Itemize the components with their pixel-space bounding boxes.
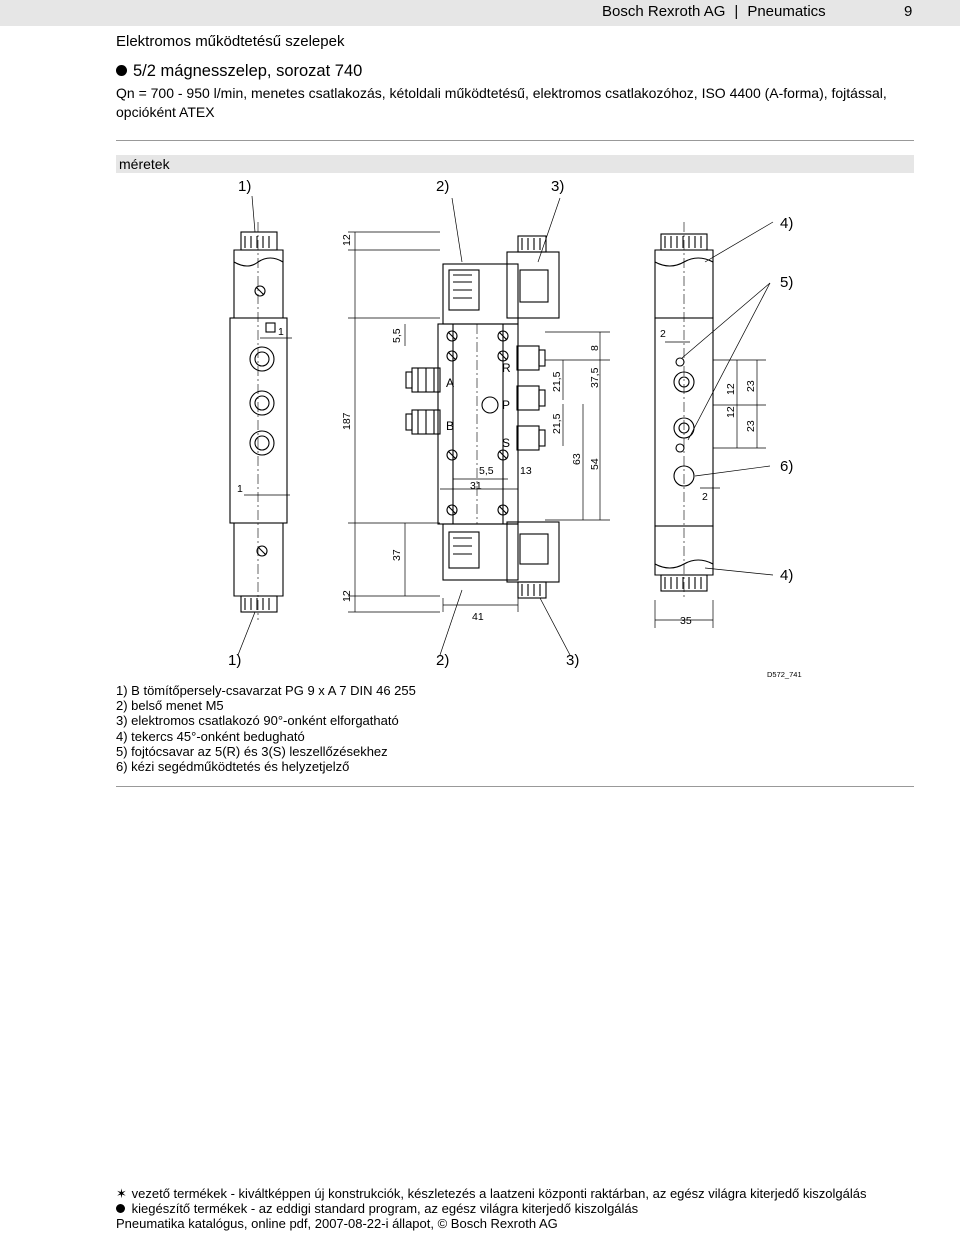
footer-line-1-text: vezető termékek - kiváltképpen új konstr… <box>131 1186 867 1201</box>
header-bar <box>0 0 960 26</box>
technical-drawing: 1) 2) 3) 4) 5) 6) 4) 1) 2) 3) A B R P S … <box>228 178 802 679</box>
notes-list: 1) B tömítőpersely-csavarzat PG 9 x A 7 … <box>116 683 416 774</box>
bullet-icon <box>116 65 127 76</box>
callout-right-6: 6) <box>780 458 793 475</box>
note-1: 1) B tömítőpersely-csavarzat PG 9 x A 7 … <box>116 683 416 698</box>
dim-37-5: 37,5 <box>589 367 601 388</box>
note-4: 4) tekercs 45°-onként bedugható <box>116 728 305 744</box>
page-number: 9 <box>904 3 913 20</box>
dim-23-lower: 23 <box>745 420 757 432</box>
dim-12-bottom: 12 <box>341 590 353 602</box>
dim-23-upper: 23 <box>745 380 757 392</box>
note-5: 5) fojtócsavar az 5(R) és 3(S) leszellőz… <box>116 743 388 759</box>
dim-8: 8 <box>589 345 601 351</box>
dim-54: 54 <box>589 458 601 470</box>
callout-right-5: 5) <box>780 274 793 291</box>
brand-name: Bosch Rexroth AG <box>602 3 726 20</box>
product-description: Qn = 700 - 950 l/min, menetes csatlakozá… <box>116 85 887 120</box>
callout-bottom-3: 3) <box>566 652 579 669</box>
star-icon: ✶ <box>116 1186 127 1201</box>
port-label-a: A <box>446 376 454 390</box>
callout-right-4-top: 4) <box>780 215 793 232</box>
dim-41: 41 <box>472 611 484 623</box>
dim-12-top: 12 <box>341 234 353 246</box>
dimensions-header: méretek <box>116 155 914 173</box>
dim-12-right-upper: 12 <box>725 383 737 395</box>
dim-1-upper: 1 <box>278 326 284 338</box>
port-label-s: S <box>502 436 510 450</box>
dim-187: 187 <box>341 412 353 430</box>
dim-21-5-lower: 21,5 <box>551 413 563 434</box>
note-6: 6) kézi segédműködtetés és helyzetjelző <box>116 759 350 775</box>
dim-13: 13 <box>520 465 532 477</box>
dim-37: 37 <box>391 549 403 561</box>
dim-1-lower: 1 <box>237 483 243 495</box>
product-title: 5/2 mágnesszelep, sorozat 740 <box>116 62 362 81</box>
callout-top-3: 3) <box>551 178 564 195</box>
dim-31: 31 <box>470 480 482 492</box>
callout-top-2: 2) <box>436 178 449 195</box>
note-2: 2) belső menet M5 <box>116 698 224 714</box>
port-label-p: P <box>502 398 510 412</box>
bullet-icon <box>116 1204 125 1213</box>
footer: ✶ vezető termékek - kiváltképpen új kons… <box>116 1186 867 1231</box>
footer-line-1: ✶ vezető termékek - kiváltképpen új kons… <box>116 1186 867 1201</box>
dim-35: 35 <box>680 615 692 627</box>
footer-line-2-text: kiegészítő termékek - az eddigi standard… <box>131 1201 639 1216</box>
dim-63: 63 <box>571 453 583 465</box>
callout-bottom-2: 2) <box>436 652 449 669</box>
header-brand: Bosch Rexroth AG | Pneumatics <box>602 3 826 20</box>
port-label-r: R <box>502 361 511 375</box>
dim-5-5-horizontal: 5,5 <box>479 465 494 477</box>
callout-top-1: 1) <box>238 178 251 195</box>
divider <box>116 786 914 787</box>
dim-2-upper: 2 <box>660 328 666 340</box>
note-3: 3) elektromos csatlakozó 90°-onként elfo… <box>116 713 399 729</box>
drawing-id: D572_741 <box>767 670 802 679</box>
dim-21-5-upper: 21,5 <box>551 371 563 392</box>
header-separator: | <box>734 3 739 20</box>
callout-bottom-1: 1) <box>228 652 241 669</box>
footer-line-2: kiegészítő termékek - az eddigi standard… <box>116 1201 867 1216</box>
product-title-text: 5/2 mágnesszelep, sorozat 740 <box>133 62 363 80</box>
callout-right-4-bottom: 4) <box>780 567 793 584</box>
dim-2-lower: 2 <box>702 491 708 503</box>
dim-12-right-lower: 12 <box>725 406 737 418</box>
category-name: Pneumatics <box>747 3 826 20</box>
footer-line-3: Pneumatika katalógus, online pdf, 2007-0… <box>116 1216 558 1231</box>
section-title: Elektromos működtetésű szelepek <box>116 33 345 50</box>
dim-5-5-vertical: 5,5 <box>391 328 403 343</box>
port-label-b: B <box>446 419 454 433</box>
divider <box>116 140 914 141</box>
